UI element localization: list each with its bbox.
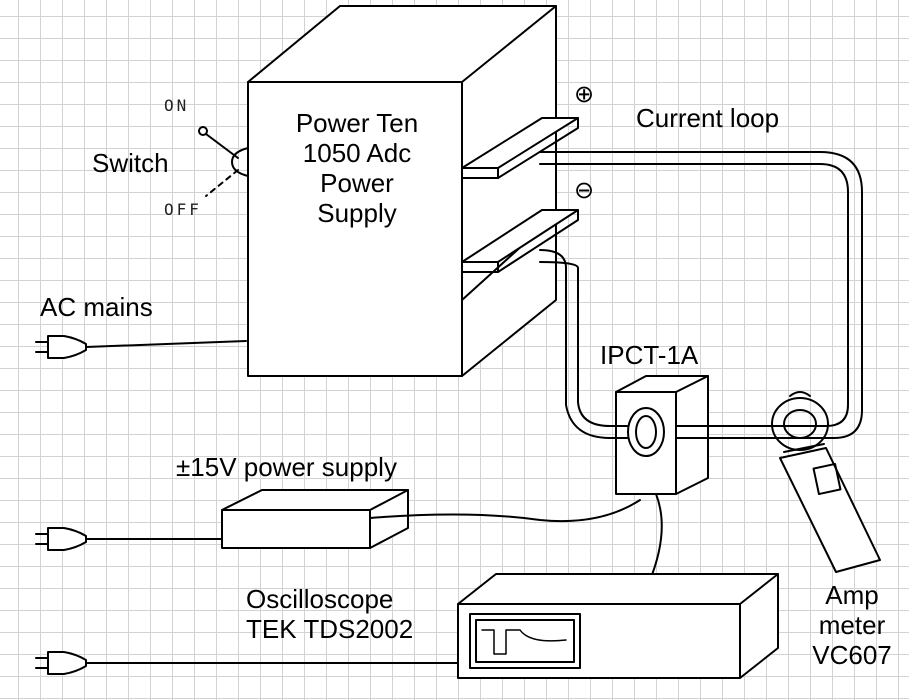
power-supply-title-line: 1050 Adc bbox=[302, 138, 412, 168]
ammeter-label-line: Amp bbox=[825, 580, 879, 610]
switch-on-label: ON bbox=[164, 96, 190, 115]
current-loop-label: Current loop bbox=[636, 103, 780, 133]
oscilloscope-label-line: Oscilloscope bbox=[246, 584, 394, 614]
ammeter-label: Amp meter VC607 bbox=[800, 580, 904, 670]
ac-mains-plug-middle bbox=[35, 527, 223, 551]
ammeter-label-line: meter bbox=[818, 610, 886, 640]
pm15v-supply-box bbox=[221, 489, 409, 549]
ipct-sensor bbox=[609, 375, 709, 495]
switch-off-label: OFF bbox=[164, 200, 202, 219]
power-supply-title-line: Power Ten bbox=[295, 108, 419, 138]
switch-label: Switch bbox=[92, 148, 169, 178]
oscilloscope-label: Oscilloscope TEK TDS2002 bbox=[246, 584, 413, 644]
ammeter-label-line: VC607 bbox=[812, 640, 892, 670]
ipct-label: IPCT-1A bbox=[600, 340, 699, 370]
negative-terminal bbox=[461, 209, 579, 273]
oscilloscope-label-line: TEK TDS2002 bbox=[246, 614, 414, 644]
plus-terminal-symbol: ⊕ bbox=[574, 80, 595, 108]
current-loop-cable bbox=[539, 151, 863, 439]
positive-terminal bbox=[461, 117, 579, 179]
power-supply-title-line: Power bbox=[320, 168, 394, 198]
pm15v-to-ipct-cable bbox=[369, 499, 641, 523]
oscilloscope-box bbox=[457, 573, 779, 679]
ac-mains-label: AC mains bbox=[40, 292, 153, 322]
power-supply-title: Power Ten 1050 Adc Power Supply bbox=[262, 108, 452, 228]
ammeter-clamp bbox=[771, 391, 881, 573]
minus-terminal-symbol: ⊖ bbox=[574, 176, 595, 204]
switch-toggle bbox=[198, 126, 249, 197]
pm15v-label: ±15V power supply bbox=[176, 452, 397, 482]
power-supply-title-line: Supply bbox=[317, 198, 397, 228]
ac-mains-plug-top bbox=[35, 335, 247, 359]
ac-mains-plug-bottom bbox=[35, 651, 463, 675]
